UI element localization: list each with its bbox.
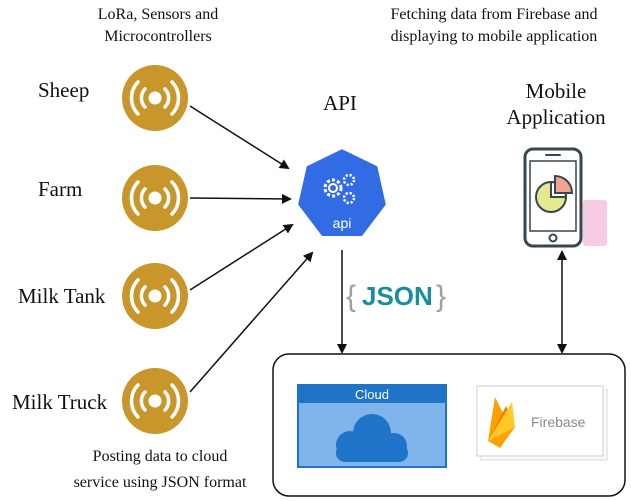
caption-fetching-line1: Fetching data from Firebase and <box>390 6 598 23</box>
json-text: JSON <box>362 281 433 311</box>
json-badge: { JSON } <box>346 280 446 313</box>
json-open-brace: { <box>346 280 356 313</box>
firebase-label: Firebase <box>531 414 586 430</box>
arrow-farm-to-api <box>189 193 292 204</box>
sensor-label-milk-tank: Milk Tank <box>18 284 106 308</box>
sensor-label-milk-truck: Milk Truck <box>12 390 108 414</box>
cloud-panel: Cloud <box>297 384 447 468</box>
gear-icon <box>323 178 343 198</box>
json-close-brace: } <box>436 280 446 313</box>
caption-posting: Posting data to cloud service using JSON… <box>52 442 268 494</box>
caption-lora: LoRa, Sensors and Microcontrollers <box>60 4 256 48</box>
caption-fetching: Fetching data from Firebase and displayi… <box>360 4 628 48</box>
firebase-flame-icon <box>488 397 515 448</box>
cloud-icon <box>336 414 408 462</box>
pie-chart-icon <box>535 174 574 213</box>
sensor-icon-farm <box>122 165 188 231</box>
mobile-title-line1: Mobile <box>525 79 587 103</box>
mobile-title: Mobile Application <box>486 78 626 130</box>
api-icon: api <box>294 145 390 240</box>
caption-posting-line1: Posting data to cloud <box>92 448 228 465</box>
gear-icon-small <box>342 173 356 187</box>
api-icon-text: api <box>333 215 352 231</box>
sensor-icon-milk-truck <box>122 368 188 434</box>
firebase-panel: Firebase <box>476 385 608 461</box>
sensor-icon-sheep <box>122 65 188 131</box>
caption-lora-line2: Microcontrollers <box>104 28 212 45</box>
sensor-label-sheep: Sheep <box>38 78 90 102</box>
cloud-title: Cloud <box>355 387 389 402</box>
caption-posting-line2: service using JSON format <box>73 474 247 491</box>
gear-icon-small-2 <box>342 191 356 205</box>
mobile-phone-icon <box>523 147 607 248</box>
api-title: API <box>323 91 357 115</box>
mobile-title-line2: Application <box>506 105 606 129</box>
sensor-icon-milk-tank <box>122 263 188 329</box>
arrow-sheep-to-api <box>189 105 290 170</box>
sensor-label-farm: Farm <box>38 177 83 201</box>
arrow-milk-truck-to-api <box>189 251 314 393</box>
arrow-milk-tank-to-api <box>189 223 294 291</box>
caption-fetching-line2: displaying to mobile application <box>390 28 598 45</box>
caption-lora-line1: LoRa, Sensors and <box>97 6 219 23</box>
